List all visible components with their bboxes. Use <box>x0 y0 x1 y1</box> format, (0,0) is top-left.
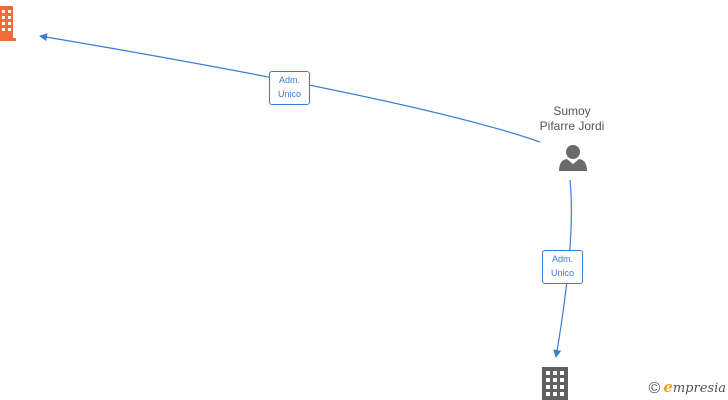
building-icon[interactable] <box>0 6 16 41</box>
person-name-line1: Sumoy <box>553 104 591 118</box>
person-name-label[interactable]: Sumoy Pifarre Jordi <box>522 104 622 134</box>
brand-watermark: ©empresia <box>649 378 726 398</box>
building-windows <box>2 10 11 31</box>
building-windows <box>546 371 564 396</box>
person-name-line2: Pifarre Jordi <box>539 119 605 133</box>
brand-name: mpresia <box>672 381 726 396</box>
edge-label-top-line1: Adm. <box>278 75 300 85</box>
edge-label-bottom[interactable]: Adm. Unico <box>542 250 583 284</box>
edge-label-top-line2: Unico <box>277 89 301 99</box>
edge-label-top[interactable]: Adm. Unico <box>269 71 310 105</box>
copyright-icon: © <box>648 380 661 397</box>
brand-initial: e <box>663 378 673 396</box>
edge-label-bottom-line2: Unico <box>550 268 574 278</box>
edge-person-to-company-top <box>39 33 541 143</box>
edge-label-bottom-line1: Adm. <box>551 254 573 264</box>
person-icon[interactable] <box>559 145 587 171</box>
